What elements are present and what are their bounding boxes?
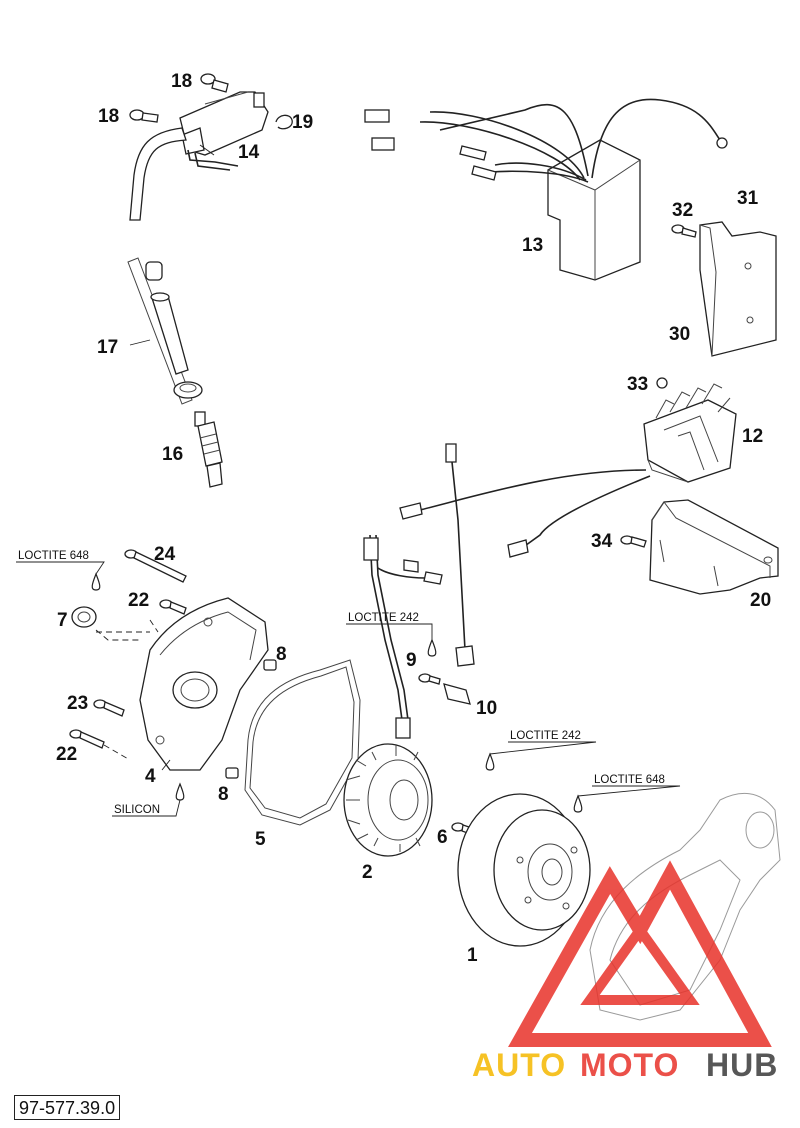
note-loctite-242-mid: LOCTITE 242 [348, 612, 419, 624]
logo-triangle-mark [508, 860, 772, 1047]
callout-7: 7 [57, 610, 68, 631]
regulator-wiring [399, 443, 651, 667]
callout-18-left: 18 [98, 106, 119, 127]
callout-8-lower: 8 [218, 784, 229, 805]
pickup-sensor [443, 683, 471, 705]
callout-34: 34 [591, 531, 613, 552]
plug-guide-line [95, 619, 159, 641]
cover-plug [71, 606, 97, 628]
stator [343, 717, 433, 857]
bracket-screw [671, 224, 697, 238]
note-loctite-648-right: LOCTITE 648 [594, 774, 665, 786]
callout-22-upper: 22 [128, 590, 149, 611]
callout-1: 1 [467, 945, 478, 966]
cover-bolt-long [124, 549, 187, 583]
callout-10: 10 [476, 698, 497, 719]
callout-32: 32 [672, 200, 693, 221]
dowel-pins [225, 659, 277, 779]
regulator-nut [656, 377, 668, 389]
flywheel-rotor [457, 793, 591, 947]
callout-9: 9 [406, 650, 417, 671]
voltage-regulator [643, 383, 737, 483]
loctite-drop-left [91, 572, 101, 591]
callout-20: 20 [750, 590, 771, 611]
callout-5: 5 [255, 829, 266, 850]
callout-8-upper: 8 [276, 644, 287, 665]
callout-23: 23 [67, 693, 88, 714]
callout-4: 4 [145, 766, 156, 787]
silicon-drop [175, 782, 185, 801]
note-silicon: SILICON [114, 804, 160, 816]
callout-31: 31 [737, 188, 759, 209]
document-number: 97-577.39.0 [14, 1095, 121, 1120]
callout-24: 24 [154, 544, 176, 565]
logo-text-moto: MOTO [580, 1047, 679, 1083]
callout-17: 17 [97, 337, 118, 358]
cover-gasket [244, 659, 361, 826]
callout-14: 14 [238, 142, 260, 163]
callout-12: 12 [742, 426, 763, 447]
coil-bolt-top [200, 73, 229, 93]
note-loctite-242-right: LOCTITE 242 [510, 730, 581, 742]
callout-6: 6 [437, 827, 448, 848]
bolt-guide-line [103, 744, 131, 761]
ignition-lead [129, 127, 187, 221]
note-loctite-648-left: LOCTITE 648 [18, 550, 89, 562]
stator-harness [363, 534, 443, 721]
ignition-cover [139, 597, 269, 771]
regulator-mounting-plate [649, 499, 779, 595]
wire-clip [275, 114, 293, 130]
loctite-drop-mid [427, 638, 437, 657]
callout-19: 19 [292, 112, 313, 133]
loctite-drop-flywheel [573, 794, 583, 813]
loctite-drop-right [485, 752, 495, 771]
callout-30: 30 [669, 324, 690, 345]
callout-33: 33 [627, 374, 648, 395]
spark-plug [194, 411, 223, 488]
cdi-unit [364, 98, 728, 281]
cover-bolt-mid [93, 699, 125, 717]
leader-lines [16, 144, 681, 817]
automotohub-logo: AUTO MOTO HUB [472, 860, 778, 1083]
cover-bolt-lower [69, 729, 105, 749]
logo-text-auto: AUTO [472, 1047, 566, 1083]
cover-bolt-upper [159, 599, 187, 615]
plate-screw [620, 535, 647, 548]
callout-18-top: 18 [171, 71, 192, 92]
callout-2: 2 [362, 862, 373, 883]
callout-13: 13 [522, 235, 543, 256]
coil-bolt-left [129, 109, 159, 123]
cdi-bracket [699, 221, 777, 357]
callout-22-lower: 22 [56, 744, 77, 765]
logo-text-hub: HUB [706, 1047, 778, 1083]
ignition-coil [179, 91, 269, 171]
pickup-screw [418, 673, 441, 685]
spark-plug-cap [127, 257, 203, 405]
callout-16: 16 [162, 444, 183, 465]
